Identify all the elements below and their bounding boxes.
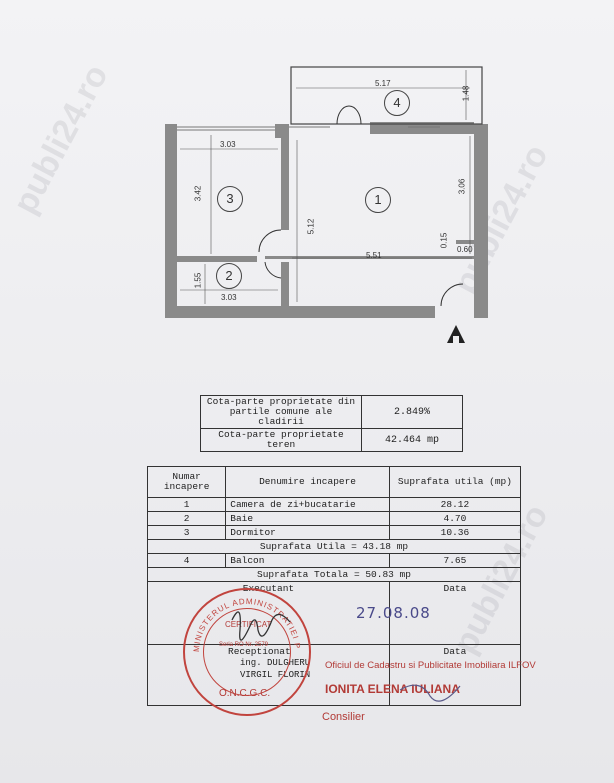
dim-room1-width: 5.51 — [366, 251, 382, 260]
header-room-number: Numar incapere — [146, 466, 227, 498]
date-cell-2: Data — [388, 644, 522, 706]
date-label: Data — [443, 583, 467, 594]
executant-label: Executant — [242, 583, 295, 594]
cota-row1-label: Cota-parte proprietate din partile comun… — [200, 395, 362, 429]
dim-room3-width: 3.03 — [220, 140, 236, 149]
room-3-label: 3 — [217, 186, 243, 212]
room-2-label: 2 — [216, 263, 242, 289]
table-row: 4 Balcon 7.65 — [146, 553, 522, 568]
office-text: Oficiul de Cadastru si Publicitate Imobi… — [325, 660, 536, 671]
dim-small-b: 0.60 — [457, 245, 473, 254]
table-row: 2 Baie 4.70 — [146, 511, 522, 526]
header-room-name: Denumire incapere — [225, 466, 390, 498]
officer-role: Consilier — [322, 711, 365, 723]
cota-row2-value: 42.464 mp — [361, 428, 463, 452]
dim-balcony-width: 5.17 — [375, 79, 391, 88]
official-stamp: MINISTERUL ADMINISTRATIEI PUBLICE CERTIF… — [183, 588, 311, 716]
date-label-2: Data — [443, 646, 467, 657]
officer-name: IONITA ELENA IULIANA — [325, 682, 460, 696]
row-num: 2 — [146, 511, 227, 526]
stamp-center1: CERTIFICAT — [225, 620, 272, 629]
stamp-bottom: O.N.C.G.C. — [219, 688, 271, 699]
room-4-label: 4 — [384, 90, 410, 116]
north-arrow-icon — [447, 325, 465, 343]
rooms-table: Numar incapere Denumire incapere Suprafa… — [146, 466, 522, 706]
cota-row1-value: 2.849% — [361, 395, 463, 429]
dim-room2-width: 3.03 — [221, 293, 237, 302]
date-value: 27.08.08 — [356, 604, 431, 622]
room-1-label: 1 — [365, 187, 391, 213]
cota-table: Cota-parte proprietate din partile comun… — [200, 395, 463, 452]
table-row: 1 Camera de zi+bucatarie 28.12 — [146, 497, 522, 512]
stamp-center2: Seria RO Nr. 2579 — [219, 642, 269, 648]
cota-row2-label: Cota-parte proprietate teren — [200, 428, 362, 452]
